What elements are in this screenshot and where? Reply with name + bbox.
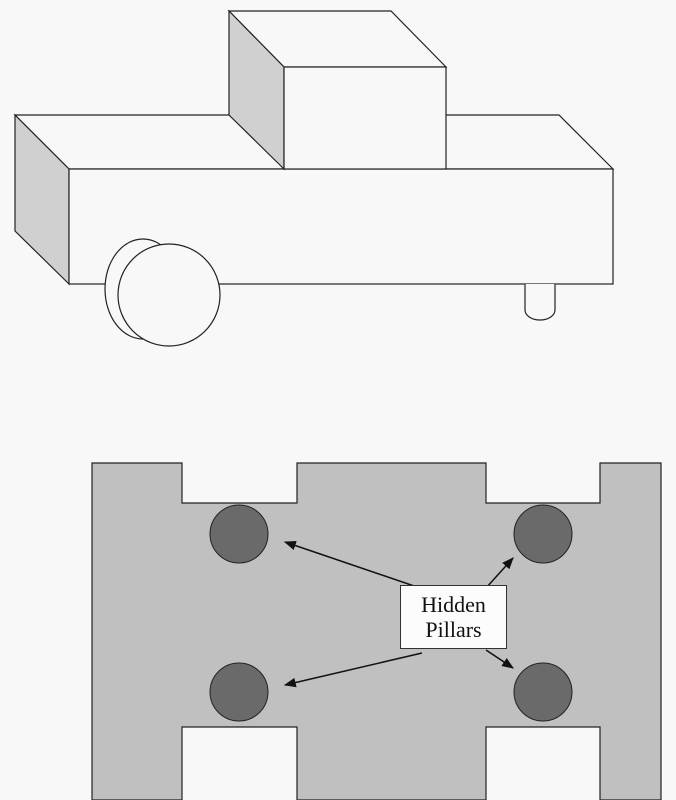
hidden-pillar-top-left [209,504,269,564]
label-line-1: Hidden [421,592,486,617]
cab-front-face [283,66,447,170]
base-top-view [91,462,662,800]
hidden-pillar-bottom-right [513,662,573,722]
pillar-side [524,284,556,321]
hidden-pillar-top-right [513,504,573,564]
hidden-pillars-label: Hidden Pillars [400,585,507,649]
arrow-top-right [485,557,514,589]
label-line-2: Pillars [425,617,482,642]
hidden-pillar-bottom-left [209,662,269,722]
arrow-bottom-right [485,649,514,669]
truck-side-view [13,9,615,347]
arrow-bottom-left [283,652,423,688]
base-plate [91,462,662,800]
wheel-front [117,243,221,347]
arrow-top-left [283,540,421,589]
